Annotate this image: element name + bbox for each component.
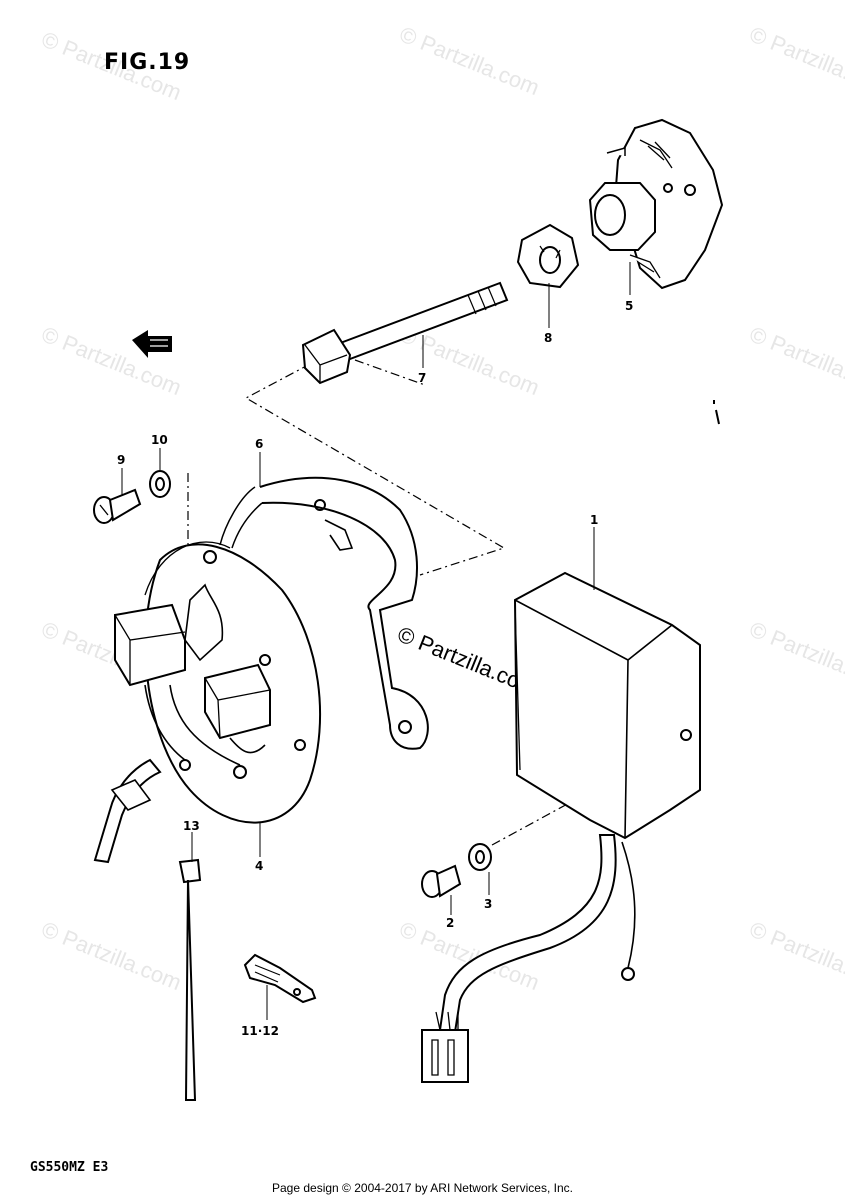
figure-title: FIG.19 xyxy=(104,50,191,75)
callouts: 1 2 3 4 5 6 7 8 9 10 11·12 13 xyxy=(117,299,633,1038)
part-11-12-clamp xyxy=(243,953,317,1004)
part-9-screw xyxy=(93,488,142,524)
watermark-9: © Partzilla.com xyxy=(38,916,185,995)
watermark-6: © Partzilla.com xyxy=(746,321,845,400)
callout-8: 8 xyxy=(544,331,552,345)
callout-6: 6 xyxy=(255,437,263,451)
watermark-layer: © Partzilla.com © Partzilla.com © Partzi… xyxy=(38,21,845,995)
part-8-nut xyxy=(516,223,580,289)
model-code: GS550MZ E3 xyxy=(30,1160,109,1175)
part-4-base-plate xyxy=(93,541,322,864)
part-2-screw xyxy=(421,864,462,898)
part-6-bracket xyxy=(219,476,429,750)
watermark-3: © Partzilla.com xyxy=(746,21,845,100)
part-7-bolt xyxy=(301,281,509,385)
callout-9: 9 xyxy=(117,453,125,467)
watermark-4: © Partzilla.com xyxy=(38,321,185,400)
watermark-11: © Partzilla.com xyxy=(746,916,845,995)
leader-lines xyxy=(121,262,631,1020)
callout-2: 2 xyxy=(446,916,454,930)
callout-5: 5 xyxy=(625,299,633,313)
callout-13: 13 xyxy=(183,819,200,833)
callout-11-12: 11·12 xyxy=(241,1024,279,1038)
stray-mark xyxy=(713,400,720,425)
part-1-igniter xyxy=(421,571,701,1083)
callout-7: 7 xyxy=(418,371,426,385)
part-13-cable-tie xyxy=(178,858,202,1101)
part-3-washer xyxy=(468,843,492,871)
footer-copyright: Page design © 2004-2017 by ARI Network S… xyxy=(271,1181,573,1195)
watermark-8: © Partzilla.com xyxy=(746,616,845,695)
part-10-washer xyxy=(149,470,171,498)
part-5-advancer xyxy=(588,118,724,290)
watermark-2: © Partzilla.com xyxy=(396,21,543,100)
callout-1: 1 xyxy=(590,513,598,527)
callout-10: 10 xyxy=(151,433,168,447)
callout-4: 4 xyxy=(255,859,263,873)
direction-arrow-icon xyxy=(132,330,172,358)
callout-3: 3 xyxy=(484,897,492,911)
